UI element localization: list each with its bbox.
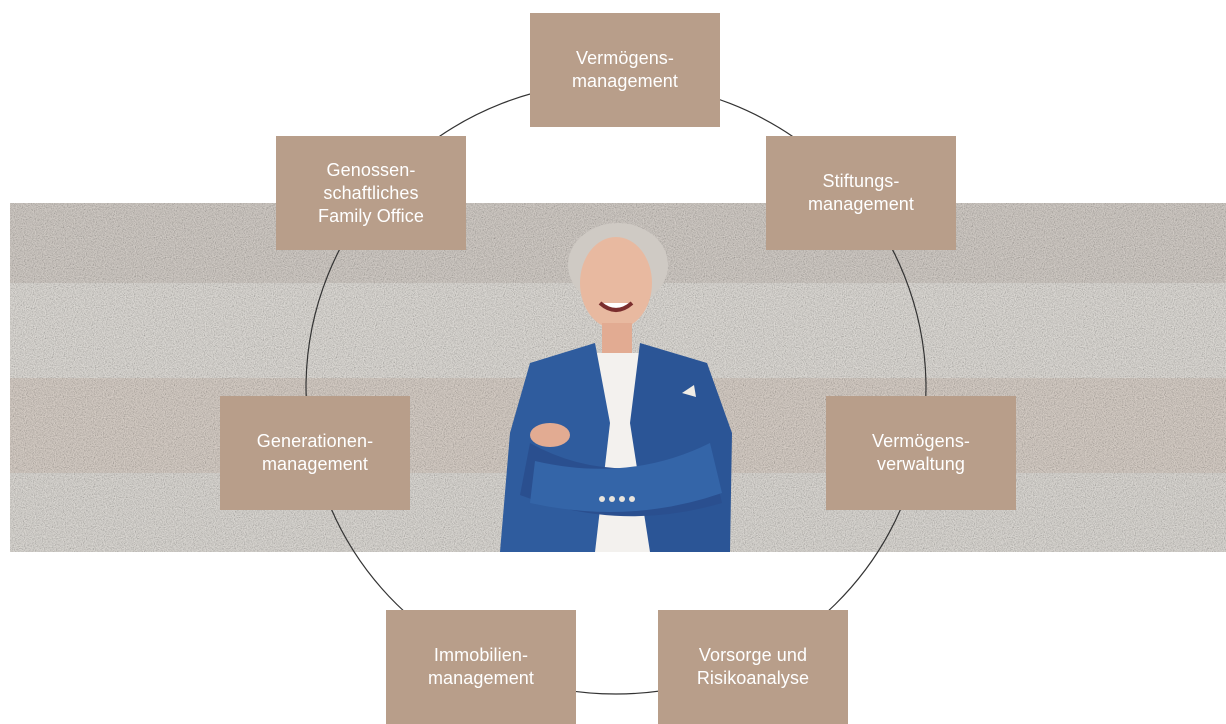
service-label: Vorsorge und Risikoanalyse <box>696 645 810 688</box>
service-label: Generationen- management <box>256 431 374 474</box>
service-label: Vermögens- management <box>571 48 679 91</box>
service-box-family-office: Genossen- schaftliches Family Office <box>276 136 466 250</box>
service-box-vermoegensverwaltung: Vermögens- verwaltung <box>826 396 1016 510</box>
service-box-generationenmanagement: Generationen- management <box>220 396 410 510</box>
service-label: Genossen- schaftliches Family Office <box>318 159 424 226</box>
service-label: Immobilien- management <box>427 645 535 688</box>
service-label: Stiftungs- management <box>807 171 915 214</box>
service-box-immobilienmanagement: Immobilien- management <box>386 610 576 724</box>
service-label: Vermögens- verwaltung <box>871 431 971 474</box>
service-box-vorsorge-risikoanalyse: Vorsorge und Risikoanalyse <box>658 610 848 724</box>
background-photo <box>10 203 1226 552</box>
service-box-vermoegensmanagement: Vermögens- management <box>530 13 720 127</box>
service-box-stiftungsmanagement: Stiftungs- management <box>766 136 956 250</box>
